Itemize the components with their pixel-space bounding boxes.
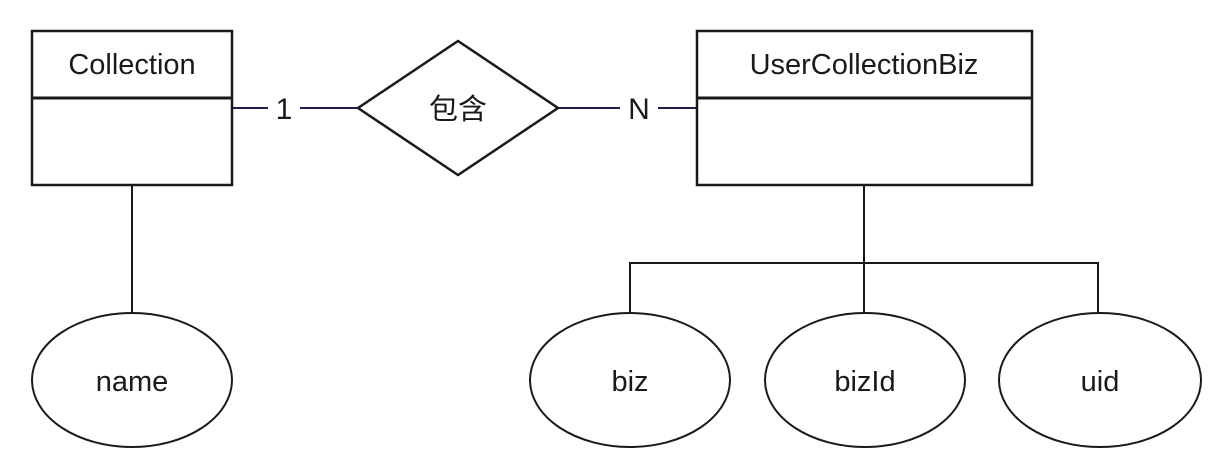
- attribute-biz-label: biz: [611, 366, 648, 398]
- attribute-biz-ellipse: [529, 312, 731, 448]
- entity-collection-box: [30, 29, 234, 187]
- attribute-bizid-ellipse: [764, 312, 966, 448]
- attribute-name-ellipse: [31, 312, 233, 448]
- attribute-bizid-label: bizId: [834, 366, 895, 398]
- relationship-diamond: [355, 39, 561, 177]
- entity-collection: Collection: [30, 29, 234, 187]
- relationship-contains: 包含: [355, 39, 561, 177]
- cardinality-right-label: N: [628, 93, 650, 126]
- attribute-uid-ellipse: [998, 312, 1202, 448]
- relationship-label: 包含: [429, 93, 487, 126]
- attribute-bizid: bizId: [764, 312, 966, 448]
- entity-collection-title: Collection: [68, 49, 195, 81]
- attribute-uid-label: uid: [1081, 366, 1120, 398]
- attribute-biz: biz: [529, 312, 731, 448]
- entity-usercollectionbiz-box: [695, 29, 1034, 187]
- entity-usercollectionbiz: UserCollectionBiz: [695, 29, 1034, 187]
- attribute-name: name: [31, 312, 233, 448]
- attribute-name-label: name: [96, 366, 169, 398]
- entity-usercollectionbiz-title: UserCollectionBiz: [750, 49, 979, 81]
- cardinality-left-label: 1: [276, 93, 293, 126]
- connector-usercollectionbiz-to-attributes: [629, 185, 1099, 315]
- attribute-uid: uid: [998, 312, 1202, 448]
